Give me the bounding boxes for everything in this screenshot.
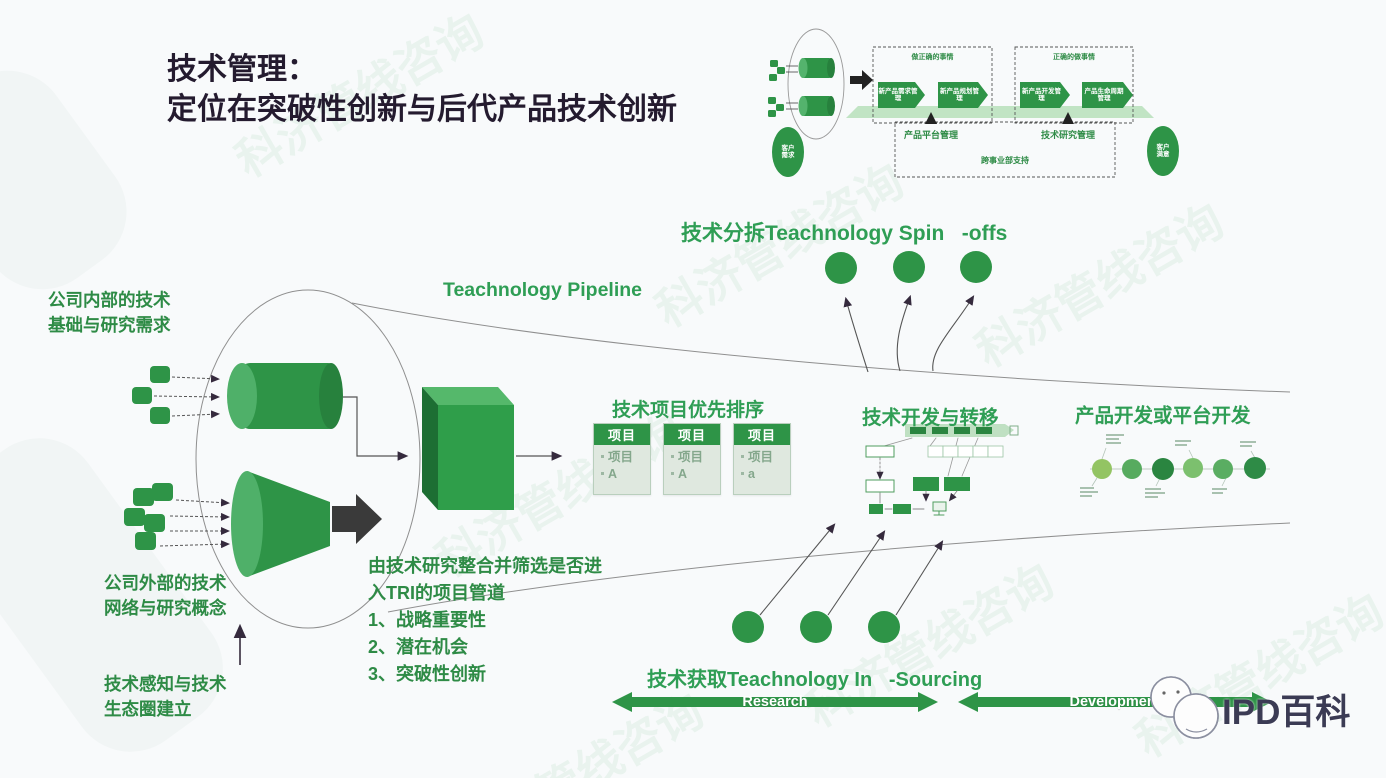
mini-ipd-diagram [768, 28, 1179, 178]
card-header: 项目 [734, 424, 790, 445]
mini-cross-label: 跨事业部支持 [981, 156, 1029, 165]
product-dev-heading: 产品开发或平台开发 [1075, 405, 1251, 427]
external-input-icons [124, 483, 230, 550]
insourcing-heading: 技术获取Teachnology In -Sourcing [647, 669, 983, 691]
transfer-heading: 技术开发与转移 [862, 407, 999, 429]
phase-circles [1090, 447, 1270, 487]
pipeline-heading: Teachnology Pipeline [443, 279, 643, 301]
title-line2: 定位在突破性创新与后代产品技术创新 [167, 93, 677, 126]
card-body: 项目 a [734, 445, 790, 483]
mini-arrow-2: 新产品规划管理 [940, 87, 979, 103]
tri-screening-block: 由技术研究整合并筛选是否进 入TRI的项目管道 1、战略重要性 2、潜在机会 3… [368, 553, 602, 688]
mini-right-ellipse-label: 客户满意 [1156, 143, 1170, 159]
tri-item: 3、突破性创新 [368, 664, 487, 684]
title-line1: 技术管理： [167, 53, 317, 86]
card-header: 项目 [594, 424, 650, 445]
slide-title: 技术管理： 定位在突破性创新与后代产品技术创新 [167, 50, 677, 130]
card-header: 项目 [664, 424, 720, 445]
card-body: 项目 A [664, 445, 720, 483]
research-arrow-label: Research [742, 694, 808, 710]
internal-sources-label: 公司内部的技术 基础与研究需求 [48, 290, 171, 335]
mini-platform-label: 产品平台管理 [903, 130, 958, 140]
tri-item: 1、战略重要性 [368, 610, 487, 630]
spin-off-circles [825, 251, 992, 373]
brand-text: IPD百科 [1222, 693, 1351, 732]
project-card: 项目 项目 A [593, 423, 651, 495]
mini-arrow-1: 新产品需求管理 [878, 87, 918, 103]
internal-cylinder [227, 363, 343, 429]
external-sources-label: 公司外部的技术 网络与研究概念 [104, 573, 227, 618]
sensing-label: 技术感知与技术 生态圈建立 [104, 674, 227, 719]
tiny-label-marks [1145, 488, 1165, 500]
insourcing-circles [732, 523, 944, 643]
tri-item: 2、潜在机会 [368, 637, 469, 657]
tiny-label-marks [1240, 441, 1256, 449]
cylinder-to-cube-connector [343, 396, 409, 461]
tiny-label-marks [1106, 434, 1124, 446]
mini-arrow-4: 产品生命周期管理 [1084, 87, 1124, 103]
cone-output-fat-arrow [332, 494, 382, 544]
tiny-label-marks [1212, 488, 1227, 496]
tiny-label-marks [1080, 487, 1098, 499]
brand-doodle-overlay [1150, 676, 1219, 739]
spin-offs-heading: 技术分拆Teachnology Spin -offs [681, 222, 1008, 245]
external-cone [231, 471, 330, 577]
mini-box1-title: 做正确的事情 [911, 54, 954, 61]
mini-left-ellipse-label: 客户需求 [781, 144, 795, 160]
card-body: 项目 A [594, 445, 650, 483]
tech-transfer-mini-flowchart [865, 424, 1019, 516]
priority-heading: 技术项目优先排序 [612, 400, 765, 421]
mini-box2-title: 正确的做事情 [1053, 54, 1095, 61]
project-card: 项目 项目 a [733, 423, 791, 495]
mini-tech-label: 技术研究管理 [1040, 130, 1095, 140]
pipeline-funnel [195, 289, 1291, 629]
tiny-label-marks [1175, 440, 1191, 448]
mini-arrow-3: 新产品开发管理 [1022, 87, 1061, 103]
development-arrow-label: Development [1069, 694, 1161, 710]
integration-cube [422, 387, 514, 510]
internal-input-icons [132, 366, 220, 424]
project-card: 项目 项目 A [663, 423, 721, 495]
